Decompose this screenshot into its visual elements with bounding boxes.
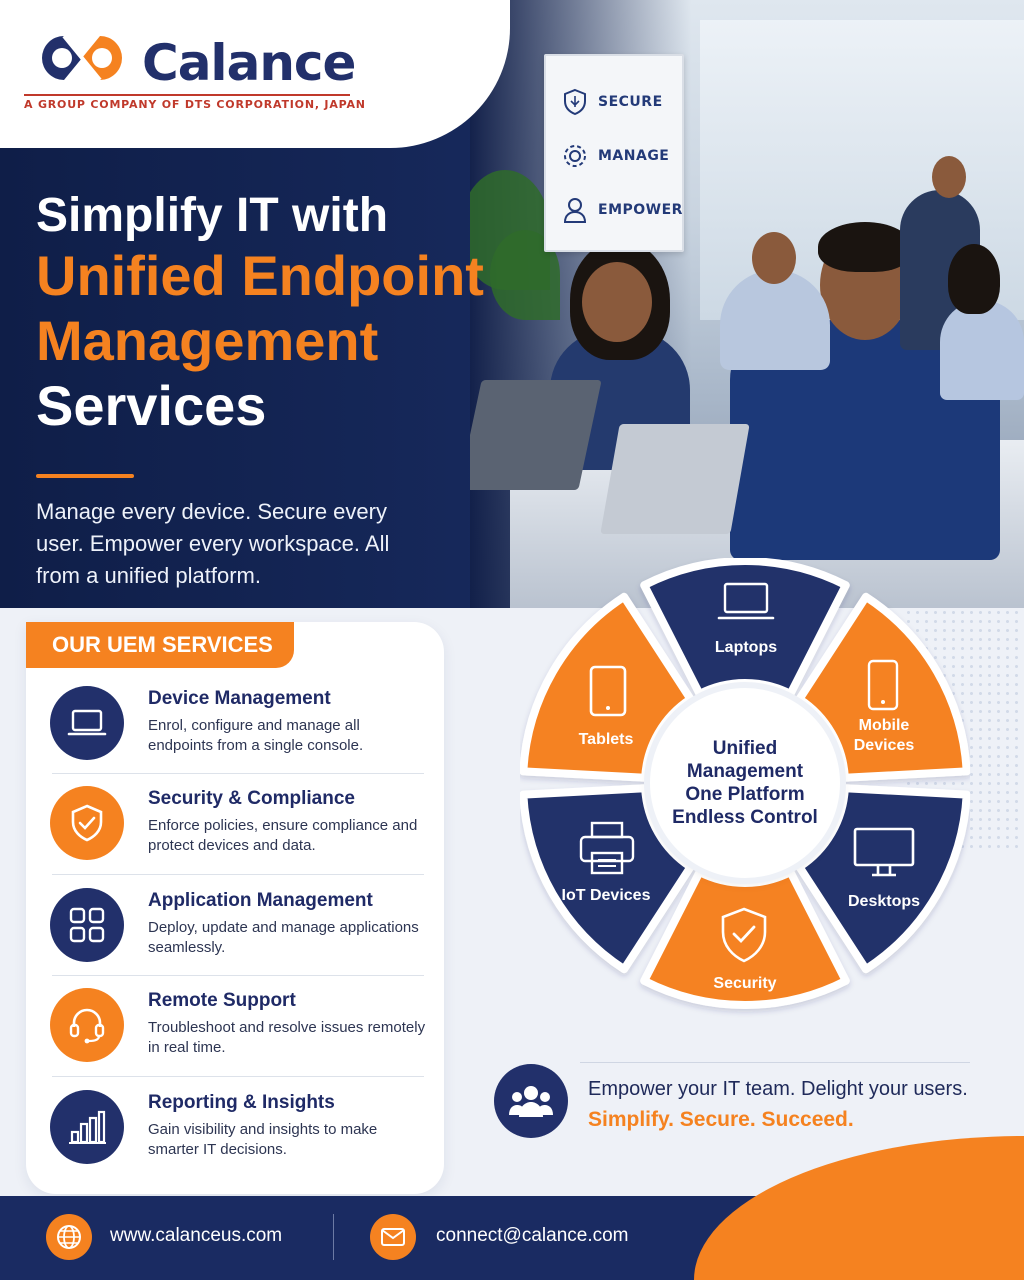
segment-desktops: Desktops [847, 893, 921, 910]
photo-person [720, 270, 830, 370]
shield-check-icon [718, 906, 770, 968]
divider [52, 975, 424, 976]
desktop-icon [852, 826, 916, 882]
photo-person [940, 300, 1024, 400]
photo-person-hair [818, 222, 912, 272]
headset-icon [50, 988, 124, 1062]
service-device-management: Device Management Enrol, configure and m… [50, 680, 426, 780]
service-desc: Troubleshoot and resolve issues remotely… [148, 1019, 426, 1056]
service-security-compliance: Security & Compliance Enforce policies, … [50, 780, 426, 880]
calance-logo-mark-icon [34, 30, 130, 90]
segment-security: Security [713, 975, 777, 992]
segment-mobile-devices: Mobile Devices [853, 717, 915, 754]
service-desc: Enrol, configure and manage all endpoint… [148, 717, 364, 754]
shield-check-icon [50, 786, 124, 860]
logo-panel [0, 0, 510, 148]
printer-icon [577, 820, 637, 882]
segment-tablets-shape [520, 592, 695, 782]
divider [52, 773, 424, 774]
service-title: Device Management [148, 688, 331, 709]
website-link[interactable]: www.calanceus.com [110, 1225, 283, 1246]
photo-person-head [932, 156, 966, 198]
service-title: Security & Compliance [148, 788, 355, 809]
center-line: Unified [712, 738, 778, 759]
mobile-icon [866, 658, 900, 716]
team-icon [494, 1064, 568, 1138]
service-desc: Gain visibility and insights to make sma… [148, 1121, 378, 1158]
segment-laptops-shape [640, 558, 850, 698]
headline: Simplify IT with Unified Endpoint Manage… [36, 188, 506, 439]
photo-person-hair [948, 244, 1000, 314]
divider [52, 1076, 424, 1077]
sign-row-manage: MANAGE [562, 142, 669, 170]
segment-mobile-shape [795, 592, 970, 782]
headline-line-1: Simplify IT with [36, 189, 389, 242]
sign-label: SECURE [598, 94, 663, 110]
segment-tablets: Tablets [578, 731, 634, 748]
sign-row-secure: SECURE [562, 88, 663, 116]
sign-label: MANAGE [598, 148, 670, 164]
laptop-icon [50, 686, 124, 760]
sign-label: EMPOWER [598, 202, 683, 218]
sign-row-empower: EMPOWER [562, 196, 683, 224]
service-title: Application Management [148, 890, 373, 911]
segment-iot-shape [520, 784, 695, 974]
footer-separator [333, 1214, 334, 1260]
brand-name: Calance [142, 34, 356, 92]
headline-line-3: Management [36, 308, 379, 372]
center-line: Management [686, 761, 804, 782]
center-line: Endless Control [672, 807, 818, 828]
center-line: One Platform [685, 784, 805, 805]
service-title: Remote Support [148, 990, 296, 1011]
mail-icon [370, 1214, 416, 1260]
app-grid-icon [50, 888, 124, 962]
segment-desktops-shape [795, 784, 970, 974]
tagline-rule [580, 1062, 970, 1063]
photo-laptop [600, 424, 750, 534]
photo-person-head [582, 262, 652, 342]
wall-sign: SECURE MANAGE EMPOWER [544, 54, 684, 252]
divider [52, 874, 424, 875]
service-desc: Deploy, update and manage applications s… [148, 919, 419, 956]
bar-chart-icon [50, 1090, 124, 1164]
service-reporting-insights: Reporting & Insights Gain visibility and… [50, 1084, 426, 1184]
user-icon [563, 198, 587, 223]
segment-laptops: Laptops [714, 639, 778, 656]
service-title: Reporting & Insights [148, 1092, 335, 1113]
gear-icon [564, 145, 586, 167]
hero-subtext: Manage every device. Secure every user. … [36, 499, 390, 588]
service-application-management: Application Management Deploy, update an… [50, 882, 426, 982]
tablet-icon [588, 664, 628, 722]
tagline-slogan: Simplify. Secure. Succeed. [588, 1108, 854, 1131]
brand-tagline: A GROUP COMPANY OF DTS CORPORATION, JAPA… [24, 98, 366, 111]
shield-icon [564, 88, 586, 116]
laptop-icon [716, 580, 776, 628]
email-link[interactable]: connect@calance.com [436, 1225, 629, 1246]
service-desc: Enforce policies, ensure compliance and … [148, 817, 418, 854]
headline-line-4: Services [36, 373, 267, 437]
accent-bar [36, 474, 134, 478]
wheel-center: Unified Management One Platform Endless … [650, 688, 840, 878]
segment-iot-devices: IoT Devices [561, 887, 651, 904]
photo-person-head [752, 232, 796, 284]
globe-icon [46, 1214, 92, 1260]
logo-rule [24, 94, 350, 96]
tagline-text: Empower your IT team. Delight your users… [588, 1078, 968, 1100]
services-heading: OUR UEM SERVICES [26, 622, 294, 668]
headline-line-2: Unified Endpoint [36, 243, 484, 307]
endpoint-wheel [520, 558, 970, 1009]
service-remote-support: Remote Support Troubleshoot and resolve … [50, 982, 426, 1082]
